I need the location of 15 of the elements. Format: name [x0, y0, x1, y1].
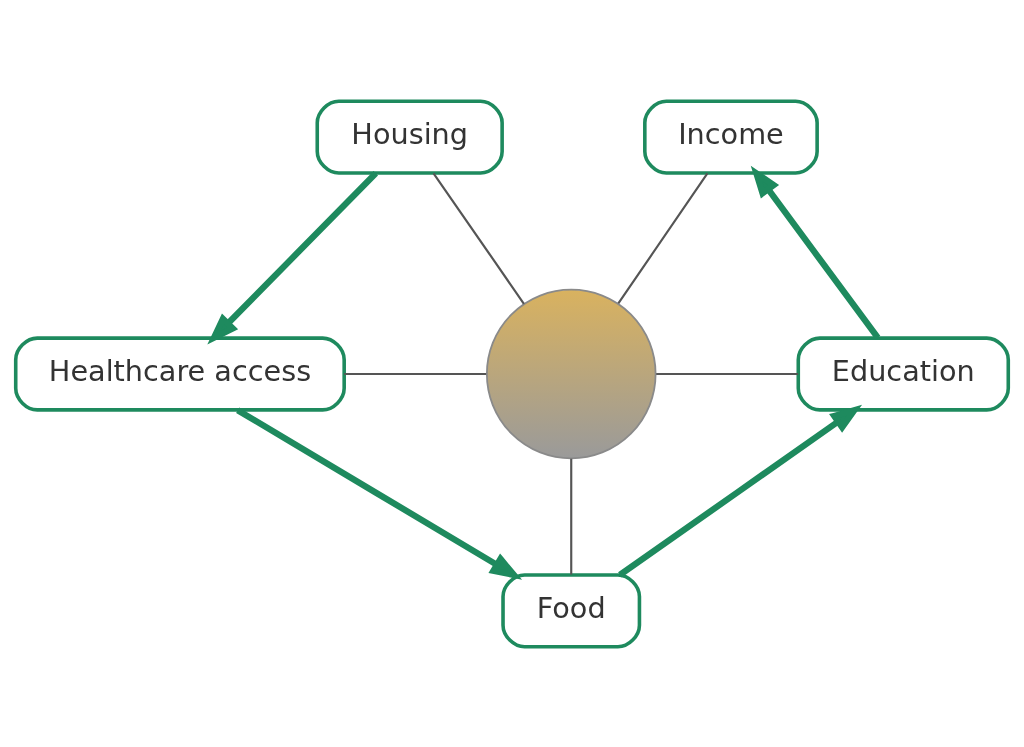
arrow: [750, 165, 881, 339]
connector: [570, 458, 573, 575]
node-box: Income: [643, 98, 819, 175]
arrow: [618, 404, 863, 577]
connector: [432, 172, 525, 304]
arrow: [207, 170, 379, 344]
node-box: Education: [796, 335, 1011, 412]
connector: [617, 172, 709, 304]
arrow: [236, 407, 523, 580]
node-box: Housing: [315, 98, 504, 175]
node-box: Healthcare access: [13, 335, 346, 412]
connector: [656, 372, 799, 375]
node-box: Food: [501, 572, 642, 649]
node-person: [485, 288, 657, 459]
connector: [344, 372, 487, 375]
